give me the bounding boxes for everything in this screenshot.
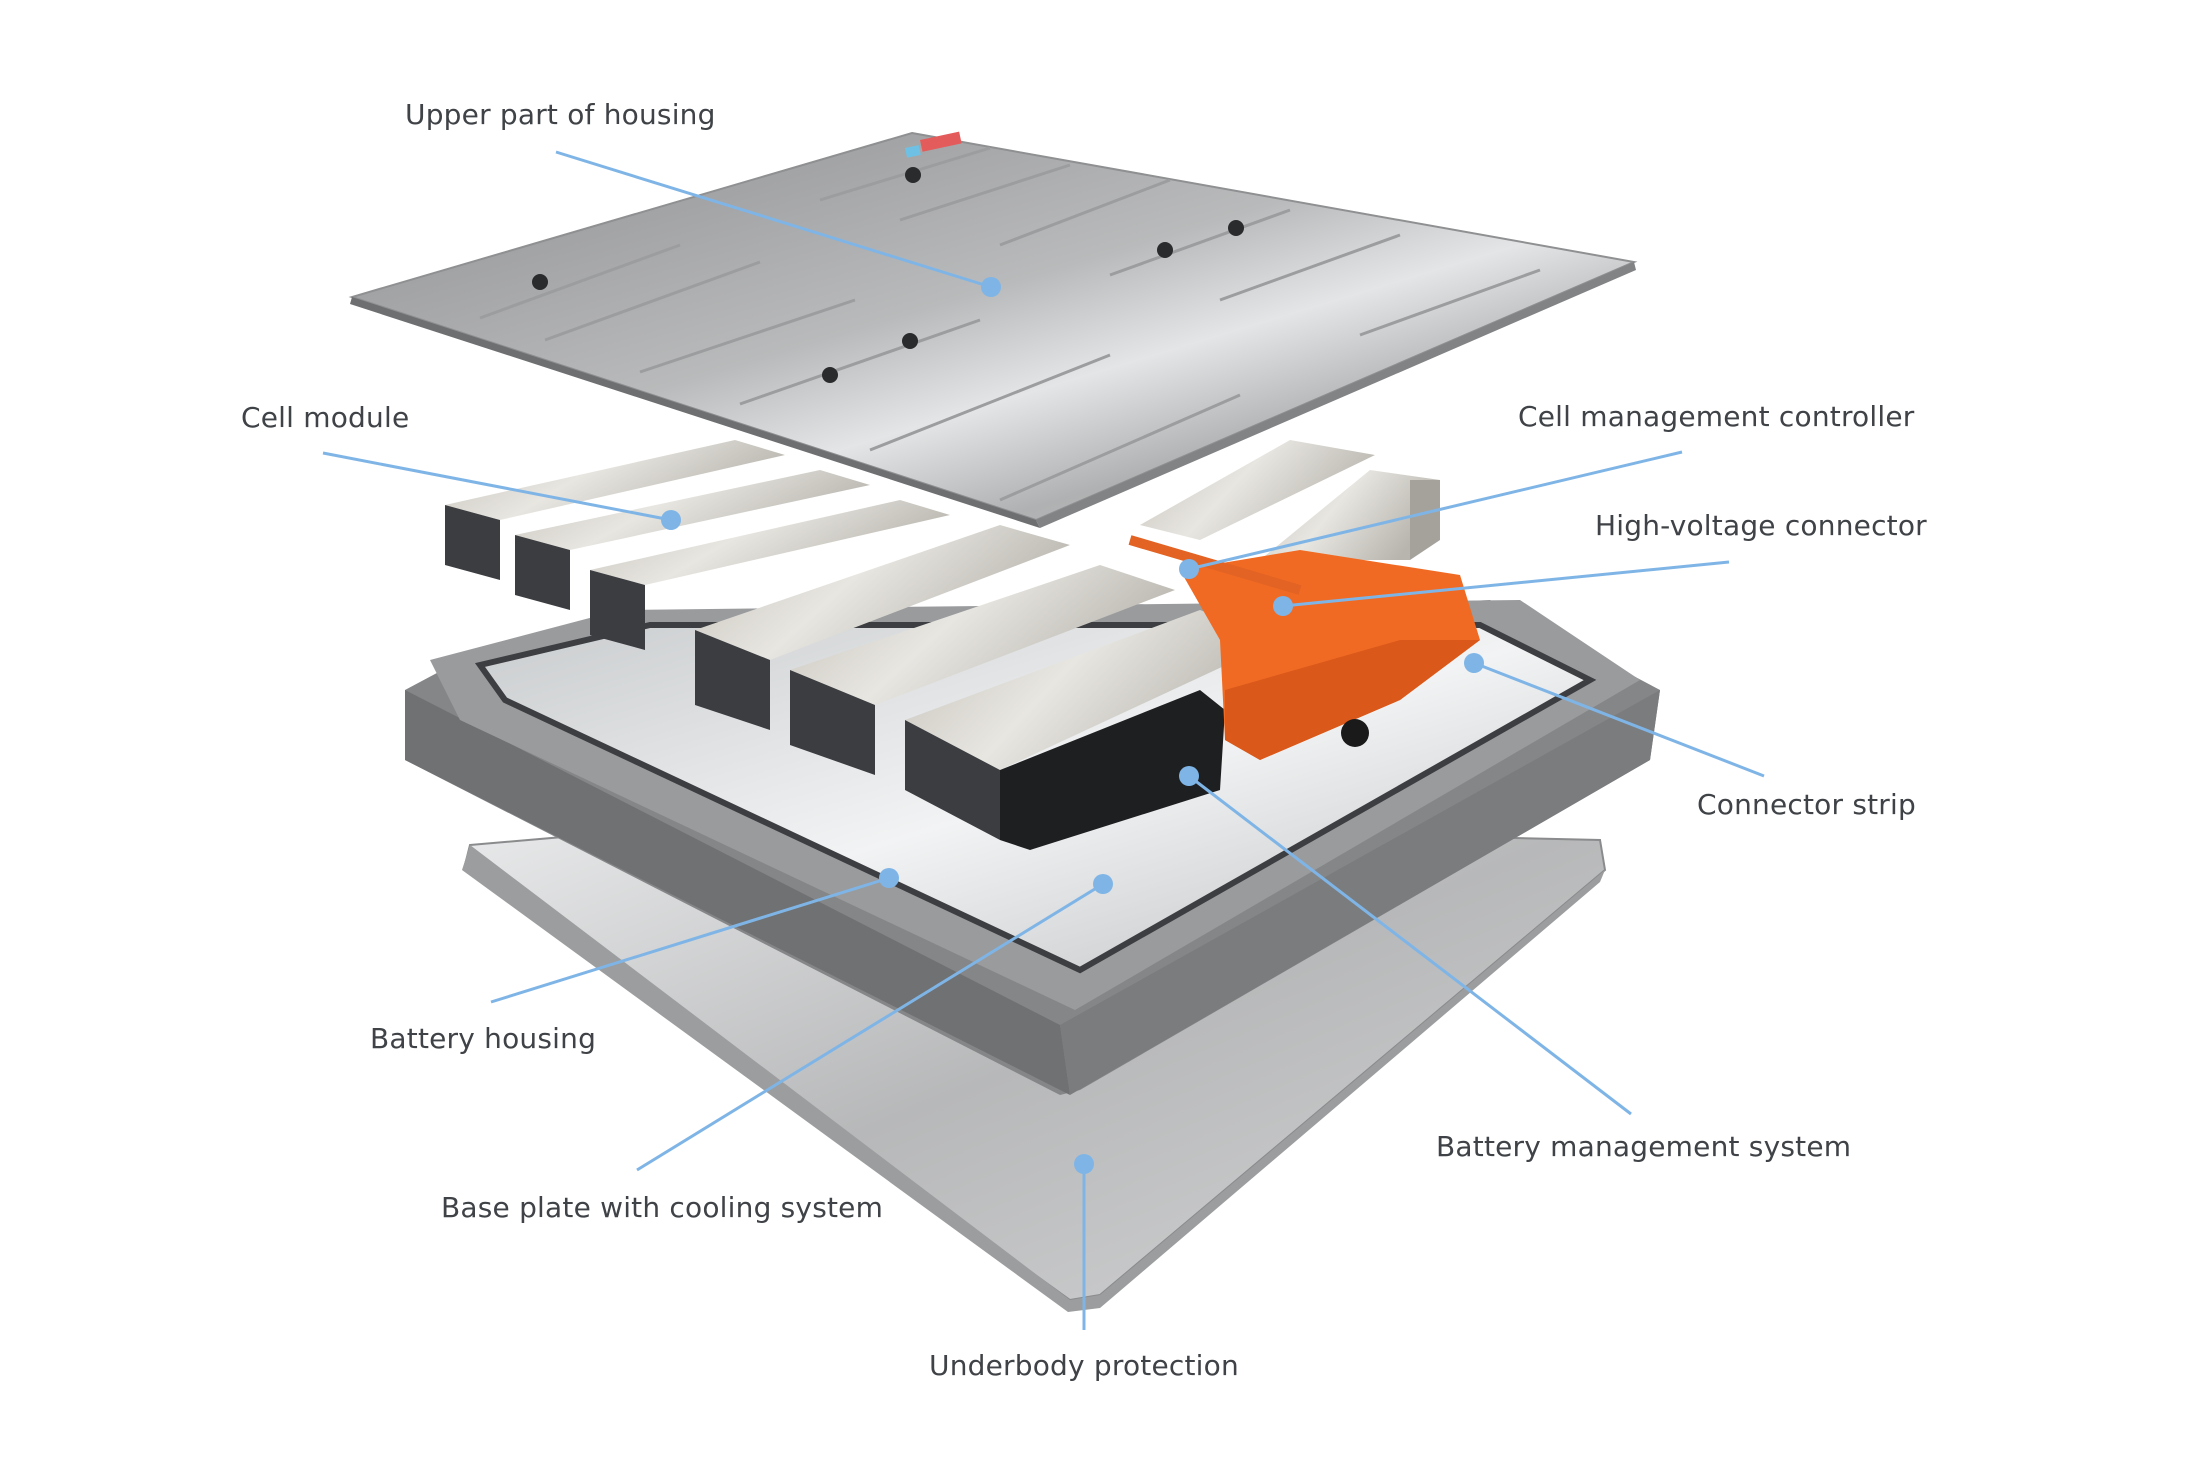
cell-module-1 [445,440,785,580]
cell-module-4 [695,525,1070,730]
cell-module-5 [790,565,1175,775]
label-base-plate: Base plate with cooling system [441,1191,884,1224]
leader-high-voltage-connector [1273,560,1730,616]
high-voltage-unit-part [1128,535,1480,760]
cell-modules-part [445,440,1440,840]
leader-battery-management-system [1179,766,1632,1116]
cell-module-2 [515,470,870,610]
label-underbody-protection: Underbody protection [929,1349,1239,1382]
leader-cell-management-controller [1179,450,1683,579]
leader-underbody-protection [1074,1154,1094,1330]
label-battery-housing: Battery housing [370,1022,597,1055]
leader-base-plate [636,874,1113,1172]
leader-upper-housing [555,150,1001,297]
cell-module-6 [905,610,1280,840]
callout-leaders [322,150,1765,1330]
leader-battery-housing [490,868,899,1004]
label-connector-strip: Connector strip [1697,788,1916,821]
cell-module-rear-1 [1140,440,1375,540]
upper-housing-part [348,131,1638,528]
label-cell-management-controller: Cell management controller [1518,400,1915,433]
cell-module-3 [590,500,950,650]
label-cell-module: Cell module [241,401,410,434]
leader-connector-strip [1464,653,1765,778]
battery-management-system-part [1000,690,1225,850]
label-high-voltage-connector: High-voltage connector [1595,509,1927,542]
leader-cell-module [322,451,681,530]
label-upper-housing: Upper part of housing [405,98,716,131]
label-battery-management-system: Battery management system [1436,1130,1852,1163]
cell-module-rear-2 [1260,470,1440,560]
